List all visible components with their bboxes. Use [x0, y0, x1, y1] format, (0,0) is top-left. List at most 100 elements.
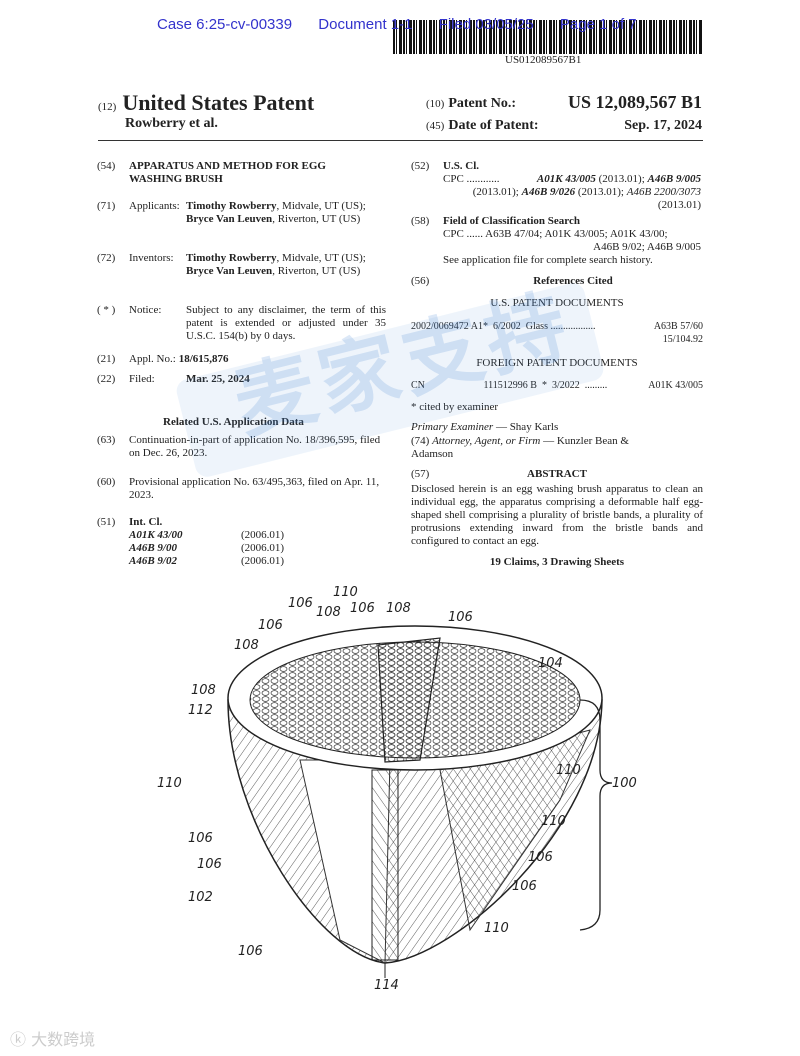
code-45: (45)	[426, 120, 445, 132]
header-divider	[98, 140, 703, 141]
patent-date: Sep. 17, 2024	[624, 118, 702, 133]
code: (63)	[97, 434, 116, 446]
label: Filed:	[129, 373, 155, 385]
ref-country: CN	[411, 380, 425, 391]
claims-summary: 19 Claims, 3 Drawing Sheets	[489, 556, 625, 568]
class: A46B 9/026	[521, 186, 576, 198]
label: Appl. No.:	[129, 353, 176, 365]
version: (2013.01);	[575, 186, 627, 198]
label: Primary Examiner	[411, 421, 494, 433]
ref-name: Glass	[525, 321, 548, 332]
code: (57)	[411, 468, 430, 480]
reference-numeral-110: 110	[556, 763, 581, 778]
field-58: (58) Field of Classification Search CPC …	[411, 215, 701, 267]
cited-note: * cited by examiner	[411, 401, 499, 413]
notice-text: Subject to any disclaimer, the term of t…	[186, 304, 386, 342]
provisional-text: Provisional application No. 63/495,363, …	[129, 476, 380, 501]
location: , Midvale, UT (US);	[276, 200, 366, 212]
central-stem	[371, 769, 399, 961]
application-number: 18/615,876	[178, 353, 229, 365]
corner-logo: ⓚ 大数跨境	[10, 1030, 96, 1049]
reference-numeral-106: 106	[350, 601, 375, 616]
bracket-100	[579, 699, 613, 931]
ref-date: 6/2002	[492, 321, 521, 332]
label: Field of Classification Search	[443, 215, 580, 227]
reference-numeral-108: 108	[191, 683, 216, 698]
inventor-2: Bryce Van Leuven	[186, 265, 273, 277]
applicant-2: Bryce Van Leuven	[186, 213, 273, 225]
field-56: (56)References Cited	[411, 275, 703, 288]
us-cl-cpc: CPC ............ A01K 43/005 (2013.01); A…	[443, 173, 701, 212]
notice: ( * ) Notice: Subject to any disclaimer, t…	[97, 304, 386, 343]
label: Notice:	[129, 304, 162, 316]
reference-numeral-112: 112	[188, 703, 213, 718]
reference-numeral-102: 102	[188, 890, 213, 905]
label: Applicants:	[129, 200, 180, 212]
ref-class: A63B 57/60	[653, 321, 703, 332]
field-72: (72)Inventors:Timothy Rowberry, Midvale,…	[97, 252, 386, 278]
patent-number: US 12,089,567 B1	[567, 92, 702, 112]
reference-numeral-106: 106	[188, 831, 213, 846]
class: A46B 9/02	[129, 555, 177, 567]
reference-numeral-100: 100	[612, 776, 637, 791]
class: A01K 43/00	[129, 529, 183, 541]
court-stamp: Case 6:25-cv-00339 Document 1-1 Filed 03…	[157, 16, 659, 33]
filed-date: Filed 03/05/25	[438, 16, 534, 33]
date-row: (45)Date of Patent:Sep. 17, 2024	[426, 118, 702, 134]
location: , Riverton, UT (US)	[272, 265, 361, 277]
us-docs-heading: U.S. PATENT DOCUMENTS	[490, 297, 624, 309]
field-54: (54)APPARATUS AND METHOD FOR EGG WASHING…	[97, 160, 339, 186]
document-number: Document 1-1	[318, 16, 413, 33]
code: (72)	[97, 252, 116, 264]
int-cl-row: A46B 9/02 (2006.01)	[129, 555, 284, 568]
field-51: (51) Int. Cl. A01K 43/00(2006.01) A46B 9…	[97, 516, 284, 568]
cpc-label: CPC ............	[443, 173, 500, 185]
int-cl-row: A01K 43/00 (2006.01)	[129, 529, 284, 542]
code: (58)	[411, 215, 430, 227]
field-63: (63)Continuation-in-part of application …	[97, 434, 389, 460]
foreign-docs-heading: FOREIGN PATENT DOCUMENTS	[476, 357, 638, 369]
references-heading: References Cited	[533, 275, 613, 287]
leader: ..................	[550, 321, 596, 332]
search-history-note: See application file for complete search…	[443, 254, 653, 266]
doc-type: United States Patent	[122, 90, 315, 115]
invention-title: APPARATUS AND METHOD FOR EGG WASHING BRU…	[129, 160, 326, 185]
field-60: (60)Provisional application No. 63/495,3…	[97, 476, 389, 502]
reference-numeral-106: 106	[288, 596, 313, 611]
class: A01K 43/005	[536, 173, 596, 185]
version: (2006.01)	[241, 555, 285, 567]
ref-class-2: 15/104.92	[662, 334, 703, 345]
location: , Midvale, UT (US);	[276, 252, 366, 264]
corner-logo-text: 大数跨境	[31, 1030, 96, 1049]
abstract-heading: ABSTRACT	[527, 468, 587, 480]
ref-class: A01K 43/005	[648, 380, 703, 391]
label: Inventors:	[129, 252, 174, 264]
version: (2006.01)	[241, 529, 285, 541]
reference-numeral-106: 106	[238, 944, 263, 959]
us-reference: 2002/0069472 A1* 6/2002 Glass ..........…	[411, 320, 703, 346]
reference-numeral-106: 106	[512, 879, 537, 894]
related-heading: Related U.S. Application Data	[163, 416, 304, 428]
version: (2006.01)	[241, 542, 285, 554]
reference-numeral-110: 110	[541, 814, 566, 829]
reference-numeral-110: 110	[484, 921, 509, 936]
applicant-1: Timothy Rowberry	[186, 200, 277, 212]
examiner: Primary Examiner — Shay Karls	[411, 421, 558, 434]
reference-numeral-108: 108	[386, 601, 411, 616]
label: U.S. Cl.	[443, 160, 480, 172]
code: (52)	[411, 160, 430, 172]
code: (22)	[97, 373, 116, 385]
filed-date: Mar. 25, 2024	[186, 373, 250, 385]
code: ( * )	[97, 304, 116, 316]
ref-number: 111512996 B	[483, 380, 537, 391]
reference-numeral-108: 108	[316, 605, 341, 620]
reference-numeral-104: 104	[538, 656, 563, 671]
location: , Riverton, UT (US)	[272, 213, 361, 225]
reference-numeral-108: 108	[234, 638, 259, 653]
leader: .........	[584, 380, 608, 391]
reference-numeral-110: 110	[333, 585, 358, 600]
authors: Rowberry et al.	[125, 116, 218, 131]
label: Int. Cl.	[129, 516, 163, 528]
foreign-reference: CN 111512996 B * 3/2022 ......... A01K 4…	[411, 379, 703, 392]
